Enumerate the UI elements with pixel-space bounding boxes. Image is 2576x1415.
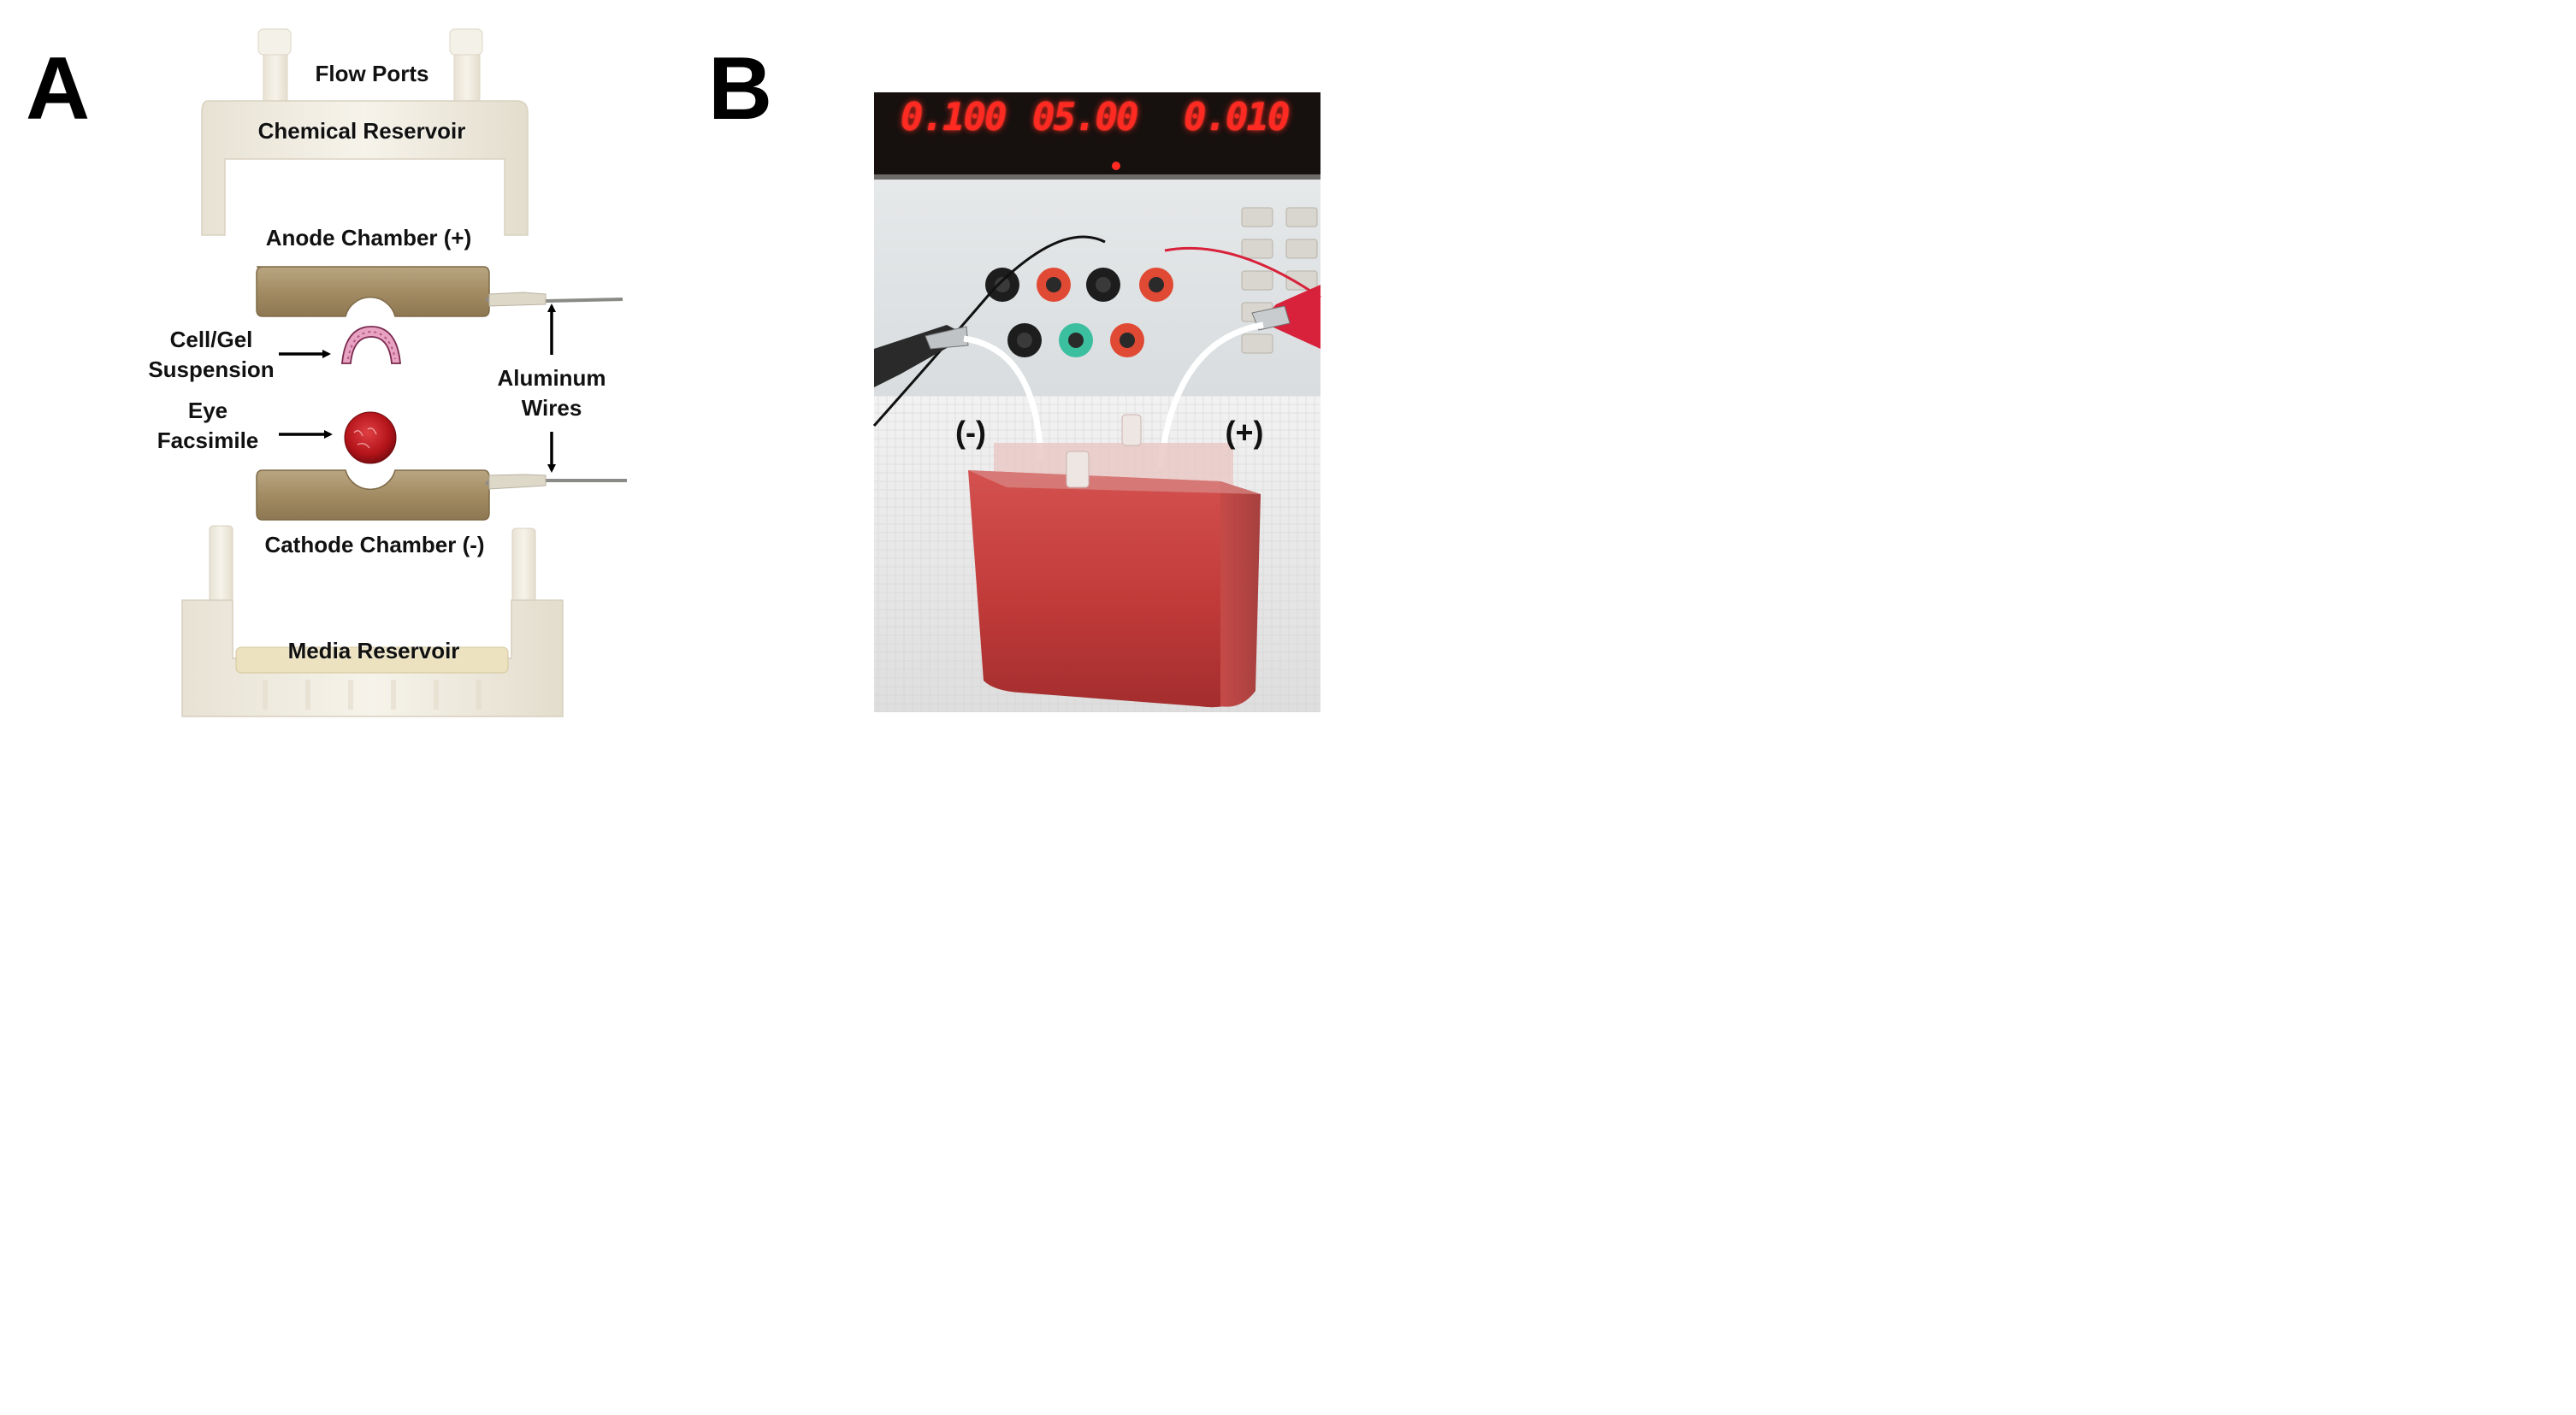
chemical-reservoir-label: Chemical Reservoir — [257, 118, 466, 144]
device-exploded-diagram — [181, 28, 627, 717]
cathode-chamber-part — [256, 469, 627, 521]
positive-polarity-label: (+) — [1225, 415, 1264, 450]
media-reservoir-part — [181, 525, 564, 717]
eye-facsimile — [344, 411, 397, 464]
psu-terminals — [985, 268, 1173, 357]
gel-device — [968, 414, 1261, 708]
chemical-reservoir-part — [201, 28, 529, 236]
current-readout: 0.010 — [1184, 96, 1290, 139]
anode-chamber-label: Anode Chamber (+) — [265, 225, 472, 251]
cell-gel-label-line2: Suspension — [148, 357, 275, 382]
cell-gel-label-line1: Cell/Gel — [169, 327, 253, 352]
aluminum-wires-label: Aluminum Wires — [497, 363, 606, 423]
panel-label-a: A — [26, 39, 91, 139]
cell-gel-suspension — [341, 326, 401, 364]
eye-facsimile-label: Eye Facsimile — [157, 396, 259, 456]
aluminum-label-line1: Aluminum — [497, 365, 606, 391]
device-photo — [872, 92, 1321, 712]
anode-chamber-part — [256, 266, 623, 317]
voltage-readout: 05.00 — [1032, 96, 1138, 139]
eye-label-line1: Eye — [187, 398, 228, 423]
current-set-readout: 0.100 — [901, 96, 1007, 139]
flow-ports-label: Flow Ports — [315, 61, 429, 86]
cathode-chamber-label: Cathode Chamber (-) — [264, 532, 485, 557]
psu-indicator-led — [1112, 162, 1120, 170]
media-reservoir-label: Media Reservoir — [287, 638, 460, 663]
psu-side-buttons — [1241, 207, 1318, 354]
alligator-clip-red — [1261, 285, 1320, 349]
panel-label-b: B — [708, 39, 773, 139]
eye-label-line2: Facsimile — [157, 427, 259, 453]
negative-polarity-label: (-) — [955, 415, 986, 450]
cell-gel-suspension-label: Cell/Gel Suspension — [148, 325, 274, 385]
aluminum-label-line2: Wires — [521, 395, 582, 421]
